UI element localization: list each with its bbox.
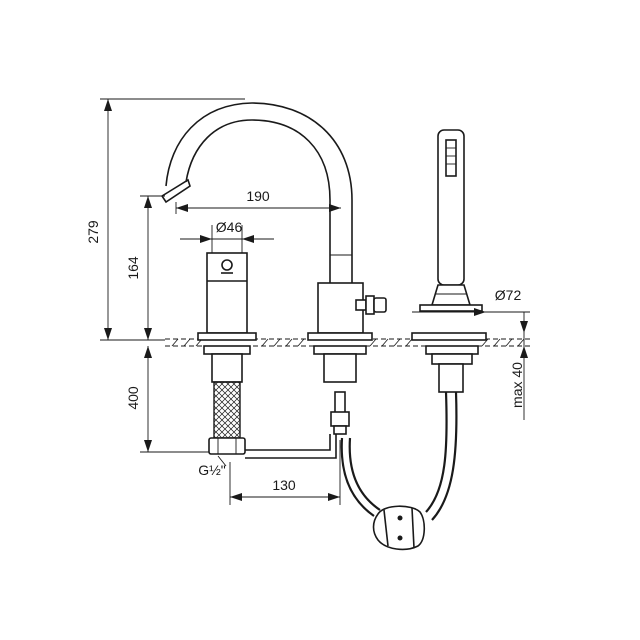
dim-connection-spacing: 130 [272,477,296,493]
spout [160,102,387,341]
connecting-pipe [245,434,331,451]
mixer-under-deck [203,345,251,455]
dim-spout-reach: 190 [246,188,270,204]
dim-max-deck: max 40 [509,362,525,408]
hand-shower [411,129,487,341]
spout-under-deck [313,345,367,435]
dim-mixer-diameter: Ø46 [216,219,243,235]
shower-hose [340,391,458,551]
shower-under-deck [425,345,479,393]
dim-under-deck: 400 [125,386,141,410]
dim-thread-size: G½" [198,462,226,478]
mixer-control [197,252,257,341]
dimension-lines [100,98,530,505]
dim-total-height: 279 [85,220,101,244]
dim-spout-height: 164 [125,256,141,280]
dim-shower-diameter: Ø72 [495,287,522,303]
